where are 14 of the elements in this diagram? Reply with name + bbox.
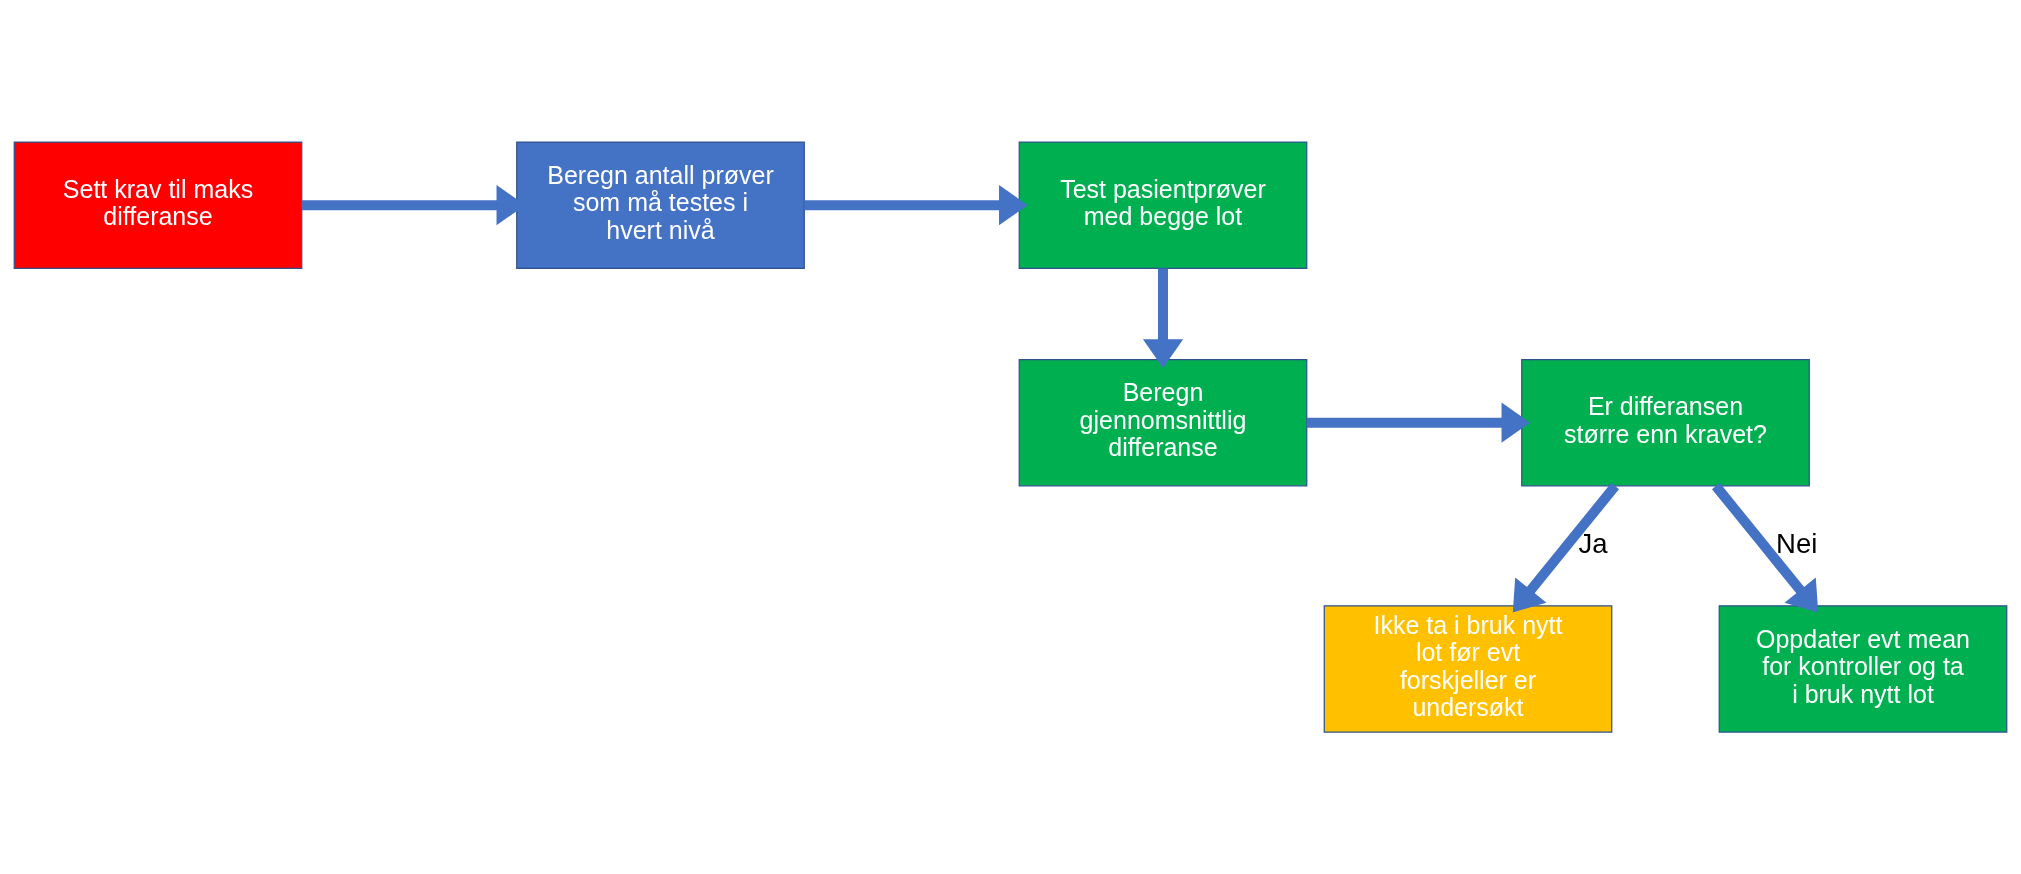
- node-box: Er differansen større enn kravet?: [1521, 358, 1810, 487]
- node-box: Beregn gjennomsnittlig differanse: [1018, 358, 1308, 487]
- arrow: [1512, 482, 1620, 613]
- arrow: [1306, 402, 1531, 443]
- node-box: Test pasientprøver med begge lot: [1018, 141, 1308, 269]
- node-box: Sett krav til maks differanse: [13, 141, 303, 269]
- node-box: Beregn antall prøver som må testes i hvert nivå: [516, 141, 805, 269]
- arrow: [1711, 482, 1819, 613]
- node-box: Oppdater evt mean for kontroller og ta i bruk nytt lot: [1718, 605, 2008, 733]
- edge-label: Nei: [1776, 527, 1818, 559]
- node-box: Ikke ta i bruk nytt lot før evt forskjeller er undersøkt: [1323, 605, 1613, 733]
- arrow: [1142, 268, 1184, 369]
- edge-label: Ja: [1578, 527, 1608, 559]
- arrow: [804, 185, 1028, 226]
